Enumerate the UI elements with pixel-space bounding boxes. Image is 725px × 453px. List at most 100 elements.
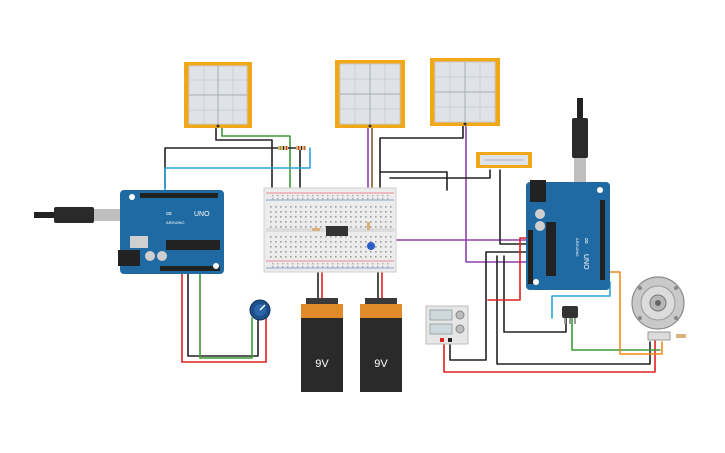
breadboard-hole bbox=[295, 256, 297, 258]
wire-black[interactable] bbox=[389, 169, 491, 179]
led[interactable] bbox=[367, 242, 375, 250]
breadboard-hole bbox=[385, 211, 387, 213]
ic-chip[interactable] bbox=[326, 226, 348, 236]
breadboard-rail-hole bbox=[377, 195, 379, 197]
breadboard-hole bbox=[375, 216, 377, 218]
breadboard-hole bbox=[280, 221, 282, 223]
resistor[interactable] bbox=[278, 146, 288, 150]
breadboard-hole bbox=[390, 256, 392, 258]
usb-plug-icon bbox=[572, 118, 588, 158]
temperature-sensor[interactable] bbox=[562, 306, 578, 324]
breadboard-hole bbox=[350, 216, 352, 218]
breadboard-rail-hole bbox=[337, 198, 339, 200]
breadboard-rail-hole bbox=[367, 198, 369, 200]
wire-blue[interactable] bbox=[164, 147, 311, 191]
wire-black[interactable] bbox=[496, 255, 651, 365]
breadboard-hole bbox=[360, 211, 362, 213]
breadboard-hole bbox=[300, 241, 302, 243]
breadboard-rail-hole bbox=[382, 263, 384, 265]
wire-green[interactable] bbox=[221, 127, 291, 223]
breadboard-hole bbox=[360, 251, 362, 253]
breadboard-hole bbox=[275, 246, 277, 248]
sensor-panel-1[interactable] bbox=[184, 62, 252, 128]
arduino-uno-right[interactable]: ∞ UNO ARDUINO bbox=[526, 98, 610, 290]
breadboard-rail-hole bbox=[287, 263, 289, 265]
breadboard-hole bbox=[270, 251, 272, 253]
wire-red[interactable] bbox=[181, 271, 267, 363]
wire-green[interactable] bbox=[571, 315, 661, 351]
breadboard-hole bbox=[355, 251, 357, 253]
breadboard-hole bbox=[305, 246, 307, 248]
wire-black[interactable] bbox=[379, 125, 464, 193]
breadboard-hole bbox=[330, 221, 332, 223]
breadboard-rail-hole bbox=[352, 198, 354, 200]
sensor-panel-3[interactable] bbox=[430, 58, 500, 126]
wire-black[interactable] bbox=[215, 127, 273, 193]
breadboard-hole bbox=[380, 241, 382, 243]
breadboard-hole bbox=[380, 246, 382, 248]
breadboard-hole bbox=[315, 226, 317, 228]
breadboard-hole bbox=[290, 241, 292, 243]
breadboard-hole bbox=[345, 246, 347, 248]
capacitor bbox=[130, 236, 148, 248]
breadboard-hole bbox=[365, 251, 367, 253]
breadboard-hole bbox=[340, 206, 342, 208]
resistor[interactable] bbox=[312, 228, 320, 231]
breadboard-hole bbox=[375, 251, 377, 253]
resistor[interactable] bbox=[296, 146, 306, 150]
wire-purple[interactable] bbox=[465, 125, 527, 263]
breadboard-hole bbox=[295, 241, 297, 243]
breadboard-hole bbox=[325, 256, 327, 258]
breadboard-hole bbox=[340, 221, 342, 223]
breadboard-hole bbox=[360, 246, 362, 248]
breadboard-rail-hole bbox=[322, 198, 324, 200]
breadboard-hole bbox=[335, 216, 337, 218]
board-maker-label: ARDUINO bbox=[575, 238, 580, 256]
sensor-panel-2[interactable] bbox=[335, 60, 405, 128]
breadboard-hole bbox=[280, 226, 282, 228]
wire-orange[interactable] bbox=[597, 271, 663, 355]
breadboard-hole bbox=[300, 256, 302, 258]
breadboard-hole bbox=[380, 256, 382, 258]
breadboard-hole bbox=[365, 241, 367, 243]
breadboard-hole bbox=[290, 221, 292, 223]
breadboard-hole bbox=[350, 241, 352, 243]
wire-black[interactable] bbox=[499, 169, 527, 245]
potentiometer-icon[interactable] bbox=[249, 299, 271, 321]
breadboard-hole bbox=[365, 221, 367, 223]
breadboard-rail-hole bbox=[377, 263, 379, 265]
arduino-uno-left[interactable]: ∞ UNO ARDUINO bbox=[34, 190, 224, 274]
breadboard-rail-hole bbox=[372, 263, 374, 265]
breadboard-hole bbox=[285, 211, 287, 213]
servo-motor-icon[interactable] bbox=[631, 276, 686, 341]
breadboard-rail-hole bbox=[272, 198, 274, 200]
digital-header bbox=[600, 200, 605, 280]
breadboard-hole bbox=[335, 256, 337, 258]
wire-red[interactable] bbox=[487, 237, 527, 301]
breadboard-rail-hole bbox=[352, 263, 354, 265]
battery-9v-2[interactable]: 9V bbox=[360, 298, 402, 392]
wire-black[interactable] bbox=[187, 271, 259, 357]
breadboard-hole bbox=[390, 206, 392, 208]
wire-black[interactable] bbox=[379, 171, 448, 191]
breadboard-hole bbox=[285, 241, 287, 243]
sensor-module[interactable] bbox=[476, 152, 532, 168]
wire-blue[interactable] bbox=[551, 281, 611, 319]
resistor[interactable] bbox=[367, 222, 370, 230]
breadboard-hole bbox=[390, 221, 392, 223]
breadboard-rail-hole bbox=[287, 266, 289, 268]
breadboard-hole bbox=[350, 246, 352, 248]
wire-green[interactable] bbox=[199, 271, 253, 359]
power-supply-module[interactable] bbox=[425, 305, 469, 345]
breadboard-rail-hole bbox=[367, 195, 369, 197]
breadboard-hole bbox=[365, 211, 367, 213]
breadboard-hole bbox=[295, 246, 297, 248]
breadboard-hole bbox=[325, 216, 327, 218]
breadboard[interactable] bbox=[263, 187, 397, 273]
breadboard-hole bbox=[285, 221, 287, 223]
breadboard-hole bbox=[335, 241, 337, 243]
battery-9v-1[interactable]: 9V bbox=[301, 298, 343, 392]
wire-black[interactable] bbox=[449, 251, 527, 361]
wire-red[interactable] bbox=[443, 339, 656, 373]
